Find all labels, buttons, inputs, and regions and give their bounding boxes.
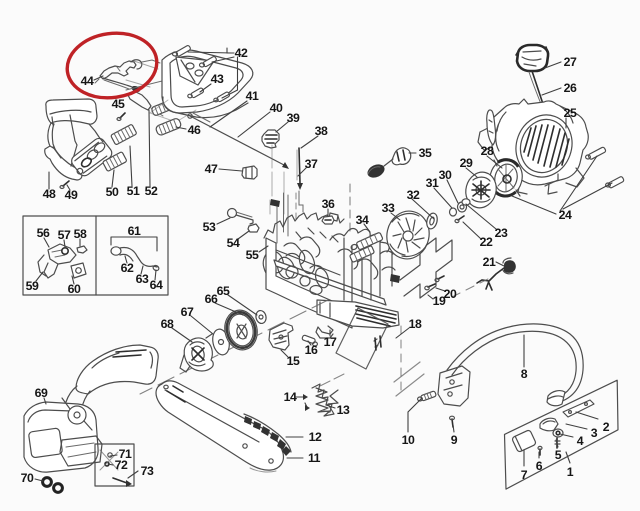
svg-text:57: 57 xyxy=(58,228,71,242)
svg-text:58: 58 xyxy=(74,227,87,241)
svg-text:73: 73 xyxy=(141,464,154,478)
svg-text:15: 15 xyxy=(287,354,300,368)
svg-text:44: 44 xyxy=(81,74,94,88)
svg-text:64: 64 xyxy=(150,278,163,292)
svg-text:21: 21 xyxy=(483,255,496,269)
svg-text:2: 2 xyxy=(603,420,610,434)
svg-text:47: 47 xyxy=(205,162,218,176)
svg-text:68: 68 xyxy=(161,317,174,331)
svg-text:46: 46 xyxy=(188,123,201,137)
svg-text:10: 10 xyxy=(402,433,415,447)
svg-text:22: 22 xyxy=(480,235,493,249)
svg-text:18: 18 xyxy=(409,317,422,331)
svg-text:31: 31 xyxy=(426,176,439,190)
svg-text:54: 54 xyxy=(227,236,240,250)
svg-text:30: 30 xyxy=(439,168,452,182)
svg-text:6: 6 xyxy=(536,459,543,473)
svg-text:45: 45 xyxy=(112,97,125,111)
svg-text:71: 71 xyxy=(119,447,132,461)
svg-text:41: 41 xyxy=(246,89,259,103)
svg-text:28: 28 xyxy=(481,144,494,158)
svg-text:3: 3 xyxy=(591,426,598,440)
svg-text:12: 12 xyxy=(309,430,322,444)
svg-text:63: 63 xyxy=(136,272,149,286)
svg-text:13: 13 xyxy=(337,403,350,417)
svg-text:56: 56 xyxy=(37,226,50,240)
svg-text:72: 72 xyxy=(115,458,128,472)
svg-text:48: 48 xyxy=(43,187,56,201)
svg-text:42: 42 xyxy=(235,46,248,60)
svg-text:35: 35 xyxy=(419,146,432,160)
svg-text:66: 66 xyxy=(205,292,218,306)
svg-text:61: 61 xyxy=(128,224,141,238)
svg-text:67: 67 xyxy=(181,305,194,319)
svg-text:16: 16 xyxy=(305,343,318,357)
svg-text:25: 25 xyxy=(564,106,577,120)
svg-text:43: 43 xyxy=(211,72,224,86)
svg-text:36: 36 xyxy=(322,197,335,211)
svg-text:40: 40 xyxy=(270,101,283,115)
svg-text:1: 1 xyxy=(567,465,574,479)
svg-text:52: 52 xyxy=(145,184,158,198)
svg-text:32: 32 xyxy=(407,188,420,202)
svg-text:69: 69 xyxy=(35,386,48,400)
svg-text:37: 37 xyxy=(305,157,318,171)
svg-text:26: 26 xyxy=(564,81,577,95)
svg-text:33: 33 xyxy=(382,201,395,215)
svg-text:34: 34 xyxy=(356,213,369,227)
svg-text:51: 51 xyxy=(127,184,140,198)
svg-text:14: 14 xyxy=(284,390,297,404)
svg-text:70: 70 xyxy=(21,471,34,485)
svg-text:65: 65 xyxy=(217,284,230,298)
svg-text:62: 62 xyxy=(121,261,134,275)
svg-text:55: 55 xyxy=(246,248,259,262)
svg-text:20: 20 xyxy=(444,287,457,301)
svg-text:60: 60 xyxy=(68,282,81,296)
svg-text:29: 29 xyxy=(460,156,473,170)
svg-text:59: 59 xyxy=(26,279,39,293)
svg-text:24: 24 xyxy=(559,208,572,222)
svg-text:8: 8 xyxy=(521,367,528,381)
svg-text:38: 38 xyxy=(315,124,328,138)
svg-text:7: 7 xyxy=(521,468,528,482)
svg-text:17: 17 xyxy=(324,335,337,349)
svg-text:27: 27 xyxy=(564,55,577,69)
svg-text:50: 50 xyxy=(106,185,119,199)
svg-text:11: 11 xyxy=(308,451,321,465)
svg-text:23: 23 xyxy=(495,226,508,240)
svg-text:19: 19 xyxy=(433,294,446,308)
svg-text:4: 4 xyxy=(577,434,584,448)
svg-text:39: 39 xyxy=(287,111,300,125)
svg-text:49: 49 xyxy=(65,188,78,202)
svg-text:53: 53 xyxy=(203,220,216,234)
svg-text:9: 9 xyxy=(451,433,458,447)
svg-text:5: 5 xyxy=(555,448,562,462)
